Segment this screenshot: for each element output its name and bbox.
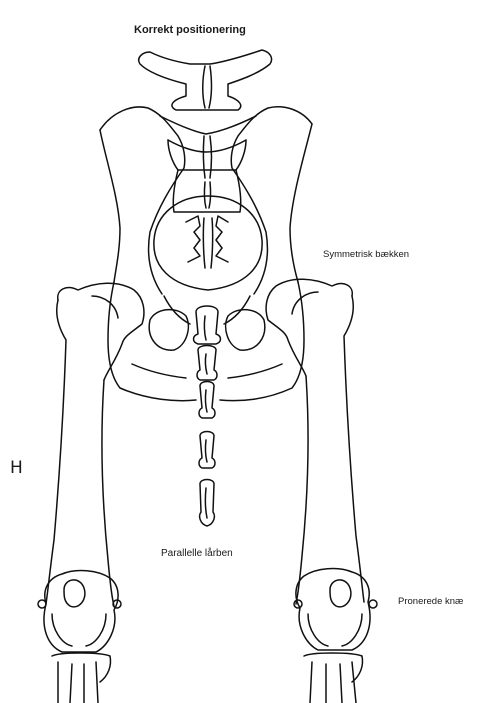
lumbar-vertebra — [139, 50, 272, 110]
diagram-title: Korrekt positionering — [134, 25, 246, 36]
femora-label: Parallelle lårben — [161, 549, 233, 559]
knees-label: Pronerede knæ — [398, 597, 463, 607]
left-ilium — [100, 107, 185, 294]
right-ilium — [231, 107, 312, 294]
pelvic-inlet — [154, 196, 262, 290]
ischium-pubis — [108, 282, 304, 401]
left-tibia — [52, 653, 111, 703]
right-tibia — [304, 653, 363, 703]
side-marker: H — [10, 460, 23, 477]
right-femur — [266, 279, 377, 650]
left-femur — [38, 283, 144, 652]
caudal-vertebrae — [194, 306, 221, 526]
pelvis-label: Symmetrisk bækken — [323, 250, 409, 260]
